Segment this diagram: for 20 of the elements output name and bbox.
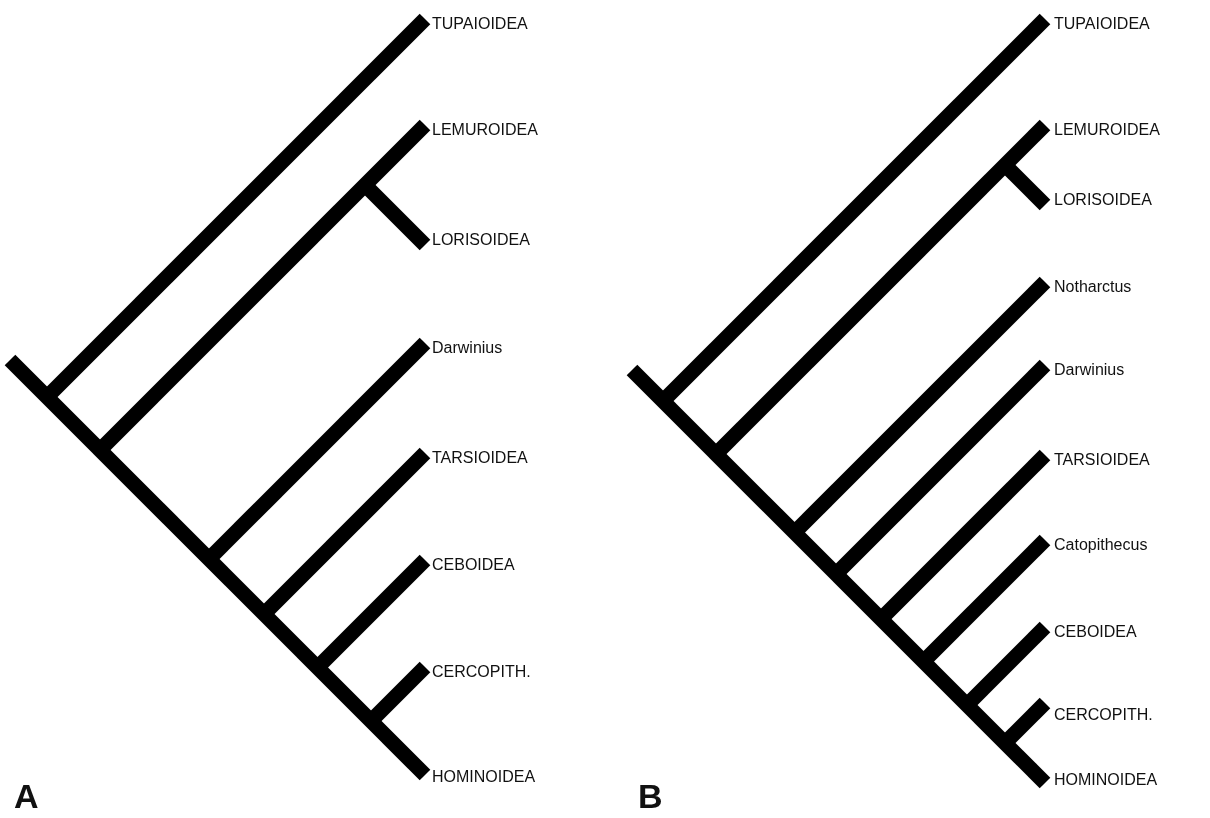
panel-letter: A bbox=[14, 778, 39, 814]
taxon-label: HOMINOIDEA bbox=[1054, 770, 1158, 790]
taxon-label: CERCOPITH. bbox=[1054, 705, 1153, 725]
taxon-label: Catopithecus bbox=[1054, 535, 1148, 555]
taxon-label: TUPAIOIDEA bbox=[432, 14, 528, 34]
taxon-label: Notharctus bbox=[1054, 277, 1132, 297]
taxon-label: TARSIOIDEA bbox=[432, 448, 528, 468]
taxon-label: Darwinius bbox=[1054, 360, 1125, 380]
taxon-label: TARSIOIDEA bbox=[1054, 450, 1150, 470]
taxon-label: LEMUROIDEA bbox=[432, 120, 538, 140]
taxon-label: CEBOIDEA bbox=[1054, 622, 1137, 642]
taxon-label: LORISOIDEA bbox=[1054, 190, 1152, 210]
taxon-label: LORISOIDEA bbox=[432, 230, 530, 250]
taxon-label: CEBOIDEA bbox=[432, 555, 515, 575]
taxon-label: Darwinius bbox=[432, 338, 503, 358]
panel-letter: B bbox=[638, 778, 663, 814]
taxon-label: CERCOPITH. bbox=[432, 662, 531, 682]
taxon-label: TUPAIOIDEA bbox=[1054, 14, 1150, 34]
taxon-label: LEMUROIDEA bbox=[1054, 120, 1160, 140]
taxon-label: HOMINOIDEA bbox=[432, 767, 536, 787]
